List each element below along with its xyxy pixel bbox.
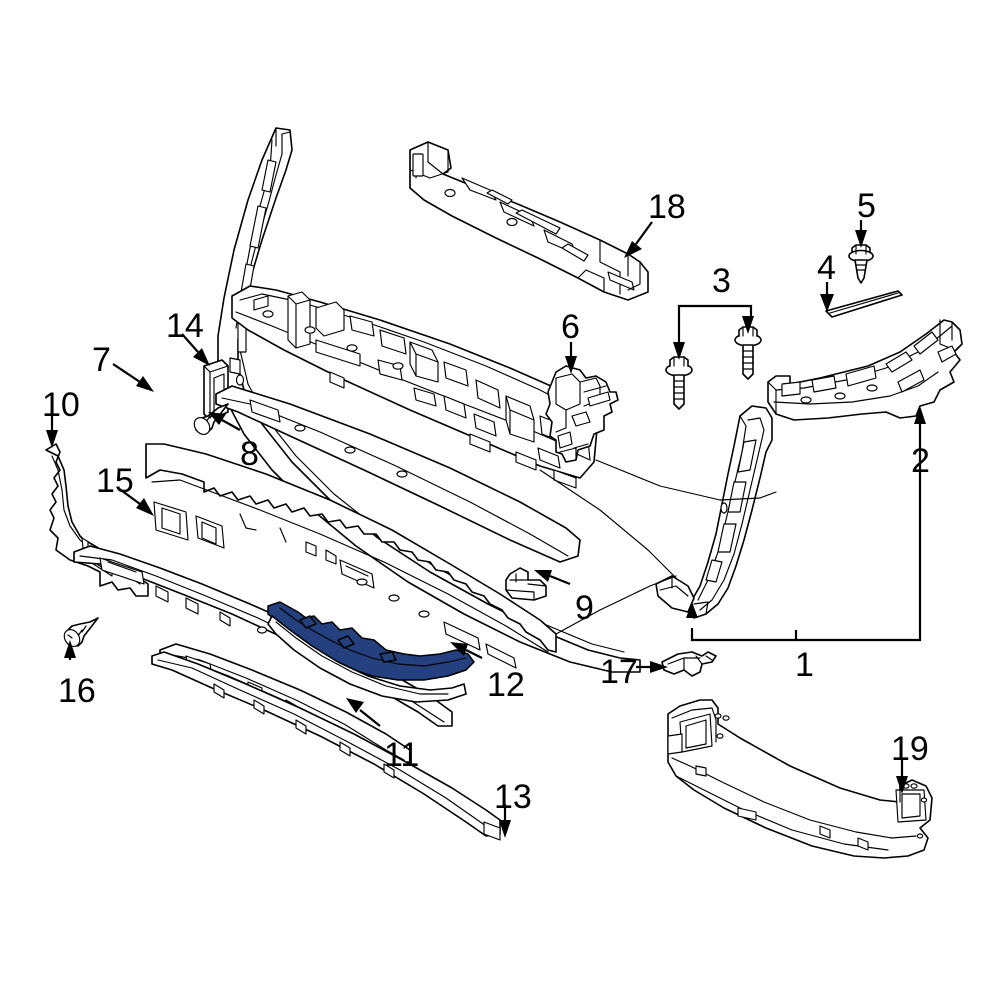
- leader-18: [624, 221, 653, 258]
- callout-label-14[interactable]: 14: [166, 307, 204, 345]
- part-17-mounting-clip: [661, 651, 717, 677]
- callout-label-3[interactable]: 3: [712, 262, 731, 300]
- callout-label-19[interactable]: 19: [891, 730, 929, 768]
- leader-19: [896, 760, 908, 794]
- callout-label-15[interactable]: 15: [96, 462, 134, 500]
- callout-label-8[interactable]: 8: [240, 435, 259, 473]
- assembly-outline-lower: [539, 469, 677, 579]
- part-15-upper-structure: [231, 285, 599, 489]
- leader-9: [534, 570, 571, 586]
- callout-label-12[interactable]: 12: [487, 666, 525, 704]
- callout-label-17[interactable]: 17: [600, 653, 638, 691]
- callout-label-6[interactable]: 6: [561, 308, 580, 346]
- leader-8: [208, 412, 241, 431]
- leader-7: [112, 363, 154, 392]
- callout-label-11[interactable]: 11: [384, 736, 420, 774]
- part-12-lower-bumper-molding-highlight: [267, 601, 475, 681]
- part-18-upper-energy-absorber: [409, 141, 649, 301]
- leader-6: [565, 342, 577, 374]
- callout-label-1[interactable]: 1: [795, 646, 814, 684]
- callout-label-16[interactable]: 16: [58, 672, 96, 710]
- callout-label-10[interactable]: 10: [42, 386, 80, 424]
- leader-11: [346, 698, 381, 727]
- part-6-center-bracket: [545, 365, 619, 463]
- leader-16: [64, 640, 76, 660]
- leader-3: [673, 304, 754, 360]
- leader-12: [450, 642, 483, 659]
- part-15-reinforcement-panel: [145, 443, 557, 669]
- callout-label-7[interactable]: 7: [92, 341, 111, 379]
- part-1-vertical-bracket: [655, 405, 773, 619]
- part-3-bolt-right: [734, 326, 762, 380]
- part-15-mid-bar: [215, 385, 581, 563]
- part-9-small-clip: [505, 567, 547, 601]
- part-2-side-bracket-right: [767, 319, 963, 421]
- leader-13: [499, 804, 511, 838]
- leader-15: [117, 487, 154, 516]
- leader-1: [686, 470, 922, 642]
- assembly-outline-upper: [595, 459, 777, 501]
- callout-label-9[interactable]: 9: [575, 589, 594, 627]
- part-5-screw: [848, 244, 874, 284]
- part-4-trim-strip: [825, 290, 903, 318]
- leader-14: [181, 333, 210, 366]
- leader-5: [855, 220, 867, 248]
- leader-2: [914, 406, 926, 470]
- callout-label-18[interactable]: 18: [648, 188, 686, 226]
- leader-lines: [46, 220, 926, 838]
- leader-4: [820, 282, 834, 312]
- callout-label-13[interactable]: 13: [494, 778, 532, 816]
- callout-label-4[interactable]: 4: [817, 249, 836, 287]
- part-13-lower-trim-strip: [151, 651, 501, 841]
- leader-17: [636, 661, 668, 673]
- callout-label-5[interactable]: 5: [857, 187, 876, 225]
- part-12-underlip: [267, 615, 467, 703]
- callout-label-2[interactable]: 2: [911, 442, 930, 480]
- leader-10: [46, 412, 58, 448]
- part-3-bolt-left: [665, 356, 693, 410]
- part-19-impact-bar: [667, 699, 933, 859]
- assembly-outline-right: [555, 575, 677, 635]
- part-16-screw: [63, 617, 99, 647]
